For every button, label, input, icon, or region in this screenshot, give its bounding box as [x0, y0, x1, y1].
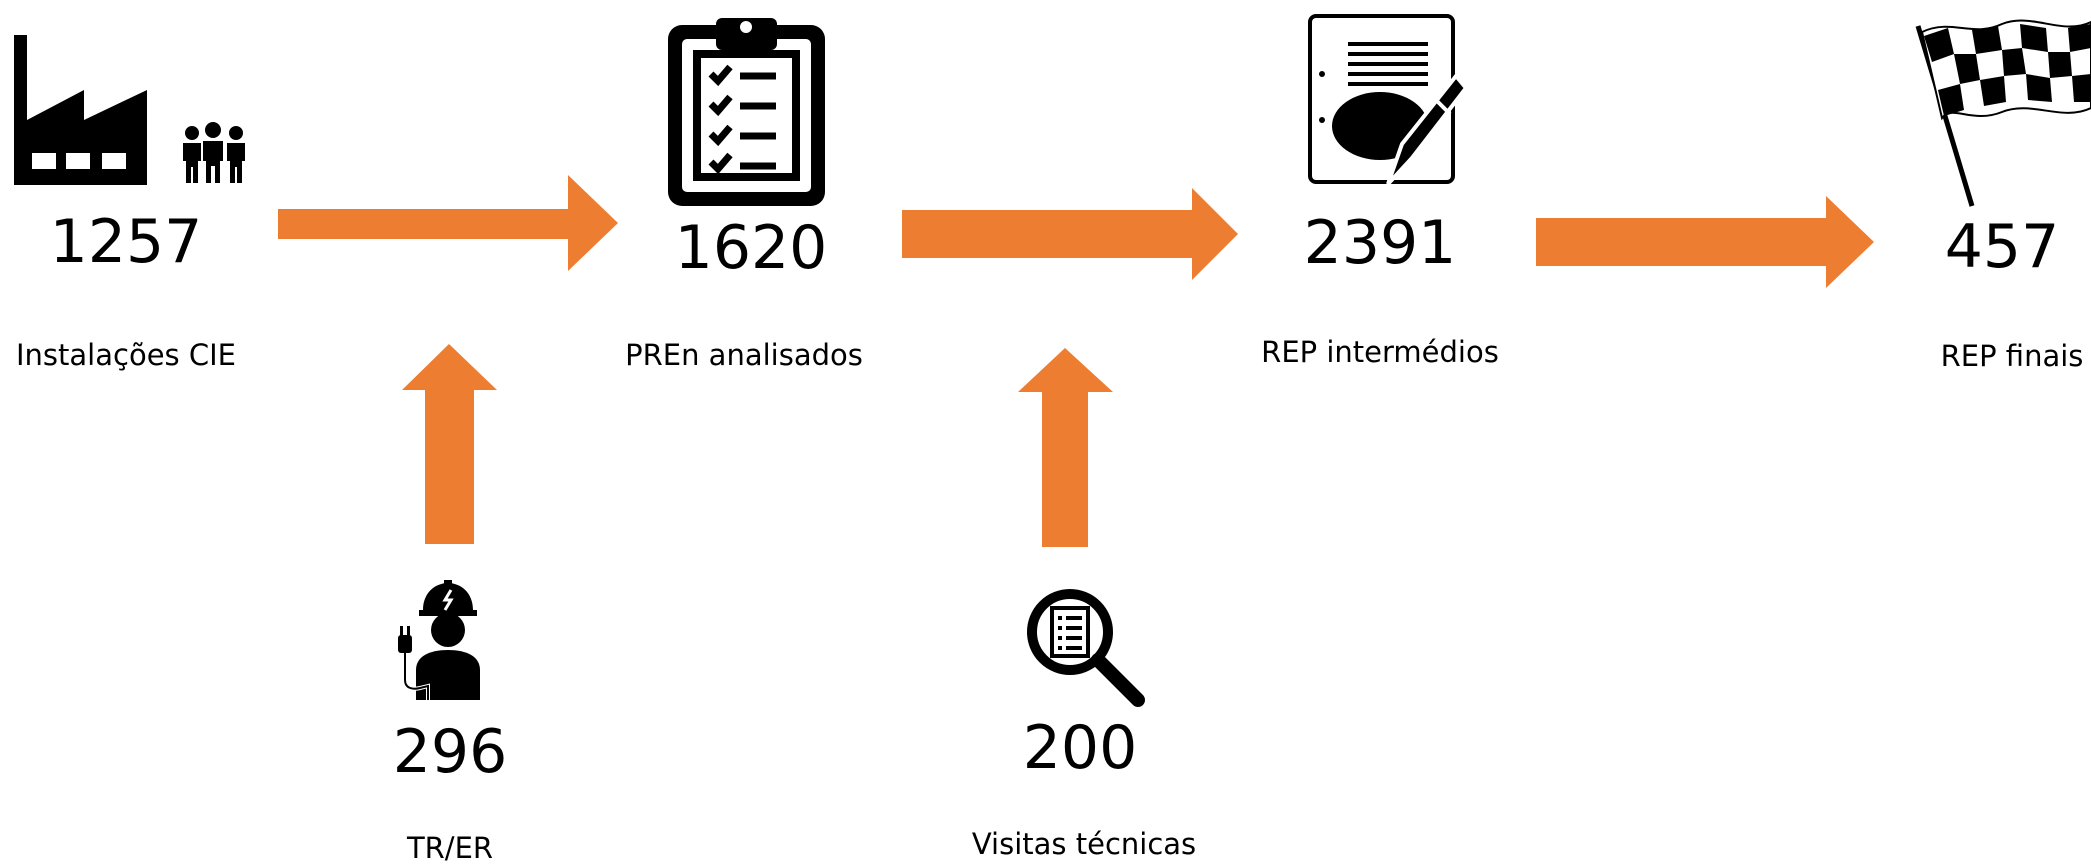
- node-label-tr-er: TR/ER: [406, 831, 494, 865]
- electrician-icon: [398, 580, 480, 700]
- node-value-instalacoes: 1257: [49, 207, 203, 277]
- arrow-visitas-up: [1018, 348, 1113, 547]
- arrow-rep-intermedios-to-rep-finais: [1536, 196, 1874, 288]
- node-value-rep-finais: 457: [1944, 212, 2060, 282]
- arrow-tr-er-up: [402, 344, 497, 544]
- node-label-rep-intermedios: REP intermédios: [1261, 335, 1499, 369]
- checkered-flag-icon: [1915, 19, 2091, 207]
- node-label-visitas: Visitas técnicas: [971, 827, 1197, 861]
- clipboard-checklist-icon: [668, 18, 825, 206]
- node-label-rep-finais: REP finais: [1940, 339, 2084, 373]
- node-value-visitas: 200: [1022, 713, 1138, 783]
- node-value-rep-intermedios: 2391: [1303, 208, 1457, 278]
- magnifier-document-icon: [1027, 589, 1145, 707]
- node-label-instalacoes: Instalações CIE: [16, 338, 236, 372]
- node-value-tr-er: 296: [392, 717, 508, 787]
- factory-people-icon: [14, 35, 245, 185]
- arrow-pren-to-rep-intermedios: [902, 188, 1238, 280]
- node-label-pren: PREn analisados: [625, 338, 863, 372]
- node-value-pren: 1620: [674, 213, 828, 283]
- arrow-instalacoes-to-pren: [278, 175, 618, 271]
- document-pen-icon: [1308, 14, 1469, 186]
